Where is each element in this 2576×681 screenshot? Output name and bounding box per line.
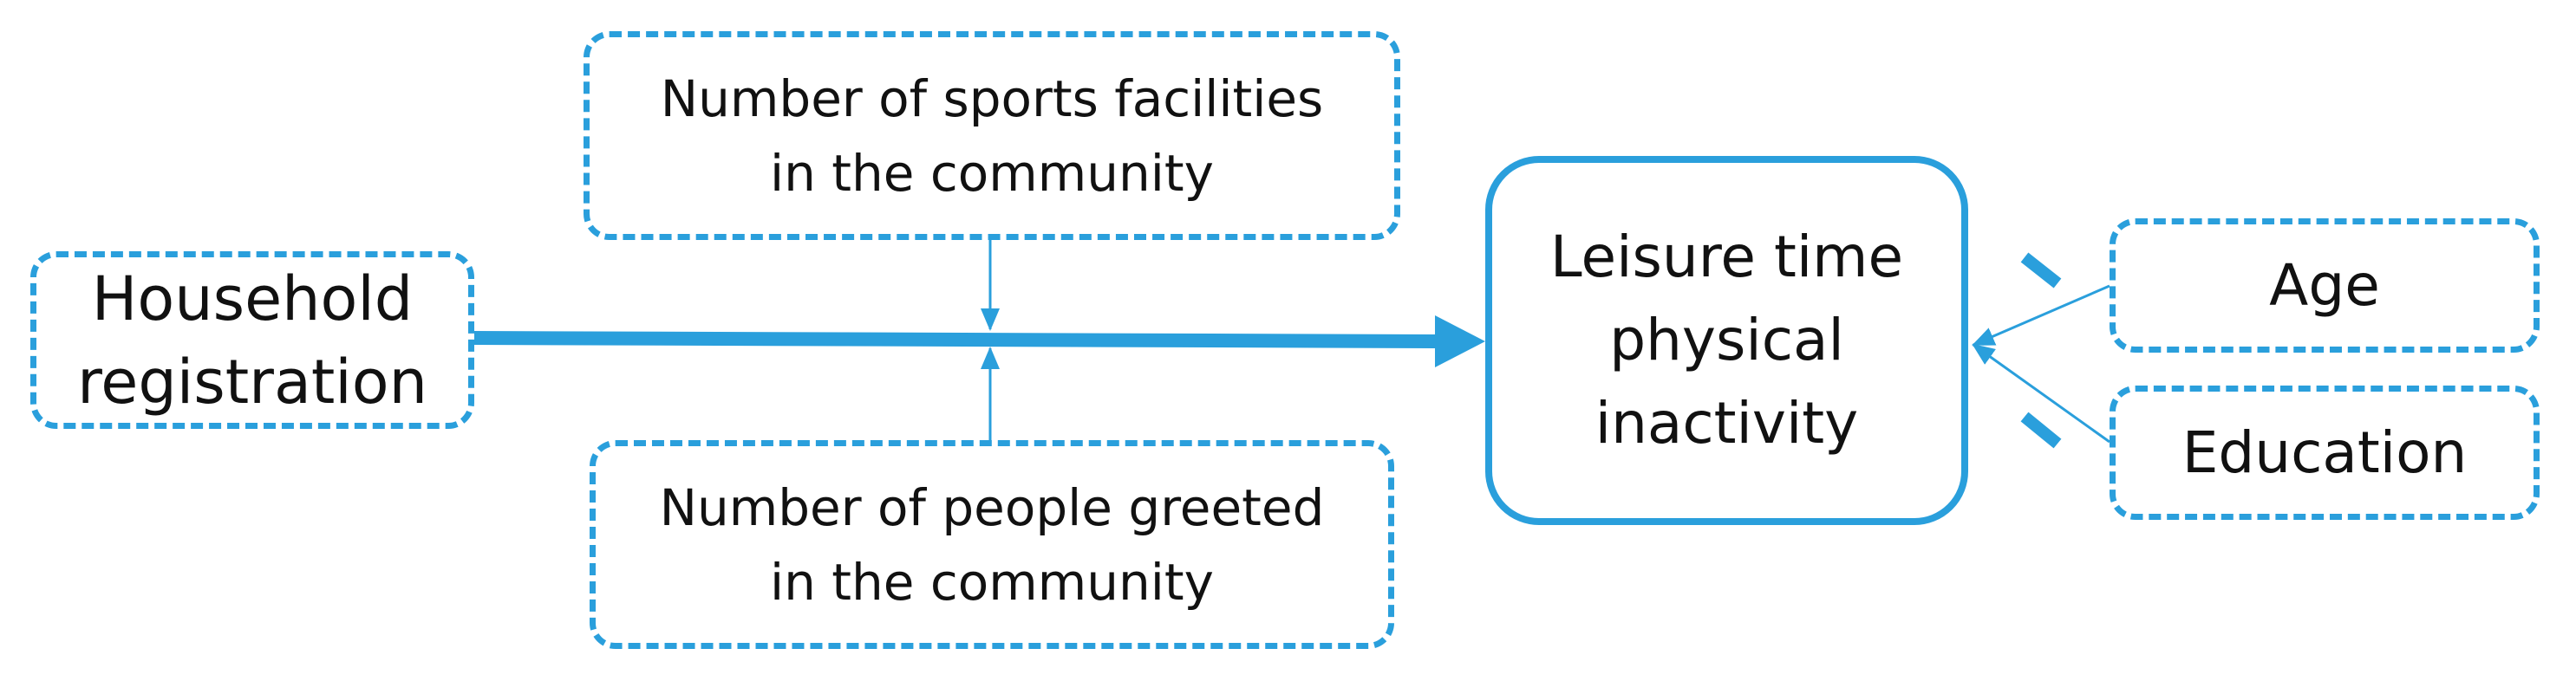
education-label: Education (2181, 418, 2468, 486)
people-greeted-box: Number of people greeted in the communit… (590, 440, 1394, 649)
age-covariate-arrow (1972, 284, 2110, 347)
age-label: Age (2269, 251, 2380, 319)
sports-facilities-line-1: Number of sports facilities (660, 68, 1324, 128)
leisure-inactivity-line-2: physical (1609, 307, 1844, 373)
age-negative-sign (2020, 252, 2062, 289)
leisure-inactivity-line-3: inactivity (1595, 390, 1859, 457)
people-greeted-line-1: Number of people greeted (659, 477, 1325, 537)
sports-facilities-box: Number of sports facilities in the commu… (584, 31, 1400, 240)
household-registration-box: Household registration (30, 251, 474, 429)
age-box: Age (2110, 218, 2540, 353)
education-negative-sign (2020, 412, 2062, 449)
education-covariate-arrow (1972, 343, 2110, 444)
main-effect-arrow-head (1435, 315, 1485, 367)
education-box: Education (2110, 386, 2540, 520)
people-greeted-line-2: in the community (769, 552, 1214, 612)
main-effect-arrow-shaft (472, 331, 1445, 348)
leisure-inactivity-box: Leisure time physical inactivity (1485, 156, 1968, 525)
household-registration-line-1: Household (91, 263, 414, 334)
leisure-inactivity-line-1: Leisure time (1549, 224, 1904, 290)
sports-facilities-line-2: in the community (769, 143, 1214, 203)
household-registration-line-2: registration (77, 346, 427, 418)
